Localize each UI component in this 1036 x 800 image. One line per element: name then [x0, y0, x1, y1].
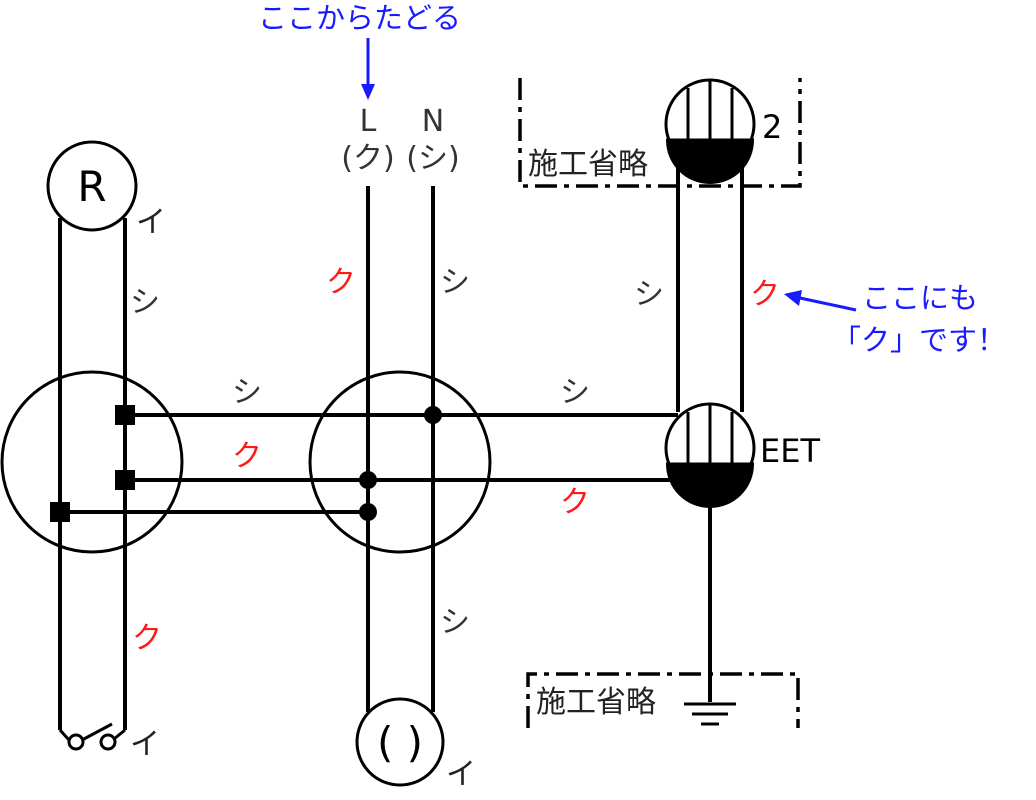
terminal-square: [50, 502, 70, 522]
omitted-area-top: [518, 78, 802, 188]
splice-dot: [359, 503, 377, 521]
wire-mark-black: ク: [560, 485, 590, 520]
arrow-down-icon: [361, 38, 375, 100]
outlet-top-count: 2: [762, 108, 782, 146]
wire-mark-white: シ: [130, 285, 160, 320]
wire-mark-white: シ: [440, 605, 470, 640]
wire-mark-black: ク: [132, 621, 162, 656]
terminal-square: [115, 470, 135, 490]
outlet-top: [664, 78, 756, 184]
left-junction-box: [0, 370, 184, 554]
terminal-square: [115, 405, 135, 425]
ground-icon: [684, 702, 736, 726]
wires: [58, 155, 744, 730]
trace-start-annotation: ここからたどる: [258, 1, 461, 35]
outlet-middle: [664, 402, 756, 508]
wire-mark-black: ク: [750, 277, 780, 312]
wire-mark-white: シ: [560, 375, 590, 410]
splice-dot: [424, 406, 442, 424]
ceiling-light: [355, 697, 445, 787]
outlet-middle-mark: EET: [760, 432, 820, 470]
note-line-1: ここにも: [862, 281, 978, 315]
switch-icon: [58, 722, 126, 751]
wire-mark-white: シ: [440, 265, 470, 300]
pilot-lamp-switch-mark: イ: [136, 205, 166, 240]
pilot-lamp: [46, 140, 138, 232]
ceiling-light-switch-mark: イ: [446, 757, 476, 792]
omitted-label-bottom: 施工省略: [536, 685, 656, 720]
pilot-lamp-symbol: R: [77, 162, 106, 211]
center-junction-box: [308, 370, 492, 554]
note-line-2: 「ク」です！: [832, 323, 1006, 357]
ceiling-light-symbol: ( ): [377, 718, 423, 767]
switch-mark: イ: [130, 727, 160, 762]
splice-dot: [359, 471, 377, 489]
wire-mark-white: シ: [232, 375, 262, 410]
wire-mark-white: シ: [634, 277, 664, 312]
line-label: L: [360, 104, 377, 139]
omitted-label-top: 施工省略: [528, 147, 648, 182]
line-wire-mark: (ク): [341, 141, 394, 176]
wire-mark-black: ク: [232, 439, 262, 474]
neutral-wire-mark: (シ): [406, 141, 459, 176]
connection-points: [50, 405, 442, 522]
arrow-left-icon: [784, 290, 857, 312]
wire-mark-black: ク: [326, 265, 356, 300]
neutral-label: N: [422, 104, 444, 139]
